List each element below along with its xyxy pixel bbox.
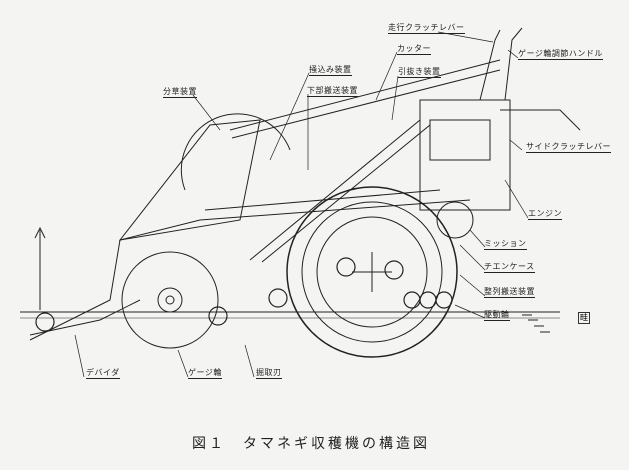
label-alignment-conveyor: 整列搬送装置 [484, 287, 535, 298]
label-pulling-device: 引抜き装置 [398, 67, 441, 78]
label-transmission: ミッション [484, 239, 527, 250]
figure-caption: 図１ タマネギ収穫機の構造図 [192, 436, 430, 452]
elevator-frame [118, 119, 261, 241]
label-chain-case: チエンケース [484, 262, 535, 273]
label-ridge: 畦 [578, 312, 590, 324]
leader-lines [74, 31, 529, 378]
label-cutter: カッター [397, 44, 431, 55]
onion-icons [35, 257, 453, 332]
label-gauge-wheel-handle: ゲージ輪調節ハンドル [518, 49, 603, 60]
label-travel-clutch-lever: 走行クラッチレバー [388, 23, 465, 34]
label-raking-device: 掻込み装置 [309, 65, 352, 76]
engine-block [419, 99, 511, 211]
handle [479, 27, 523, 101]
ridge-steps [522, 314, 550, 333]
gauge-wheel-shape [121, 251, 219, 349]
divider-sled [29, 219, 201, 341]
label-divider: デバイダ [86, 368, 120, 379]
label-divider-device: 分草装置 [163, 87, 197, 98]
label-engine: エンジン [528, 209, 562, 220]
label-gauge-wheel: ゲージ輪 [188, 368, 222, 379]
drive-wheel-shape [286, 186, 458, 358]
label-drive-wheel: 駆動輪 [484, 310, 510, 321]
label-digging-blade: 掘取刃 [256, 368, 282, 379]
label-lower-conveyor: 下部搬送装置 [307, 86, 358, 97]
up-arrow-icon [34, 226, 46, 310]
label-side-clutch-lever: サイドクラッチレバー [526, 142, 611, 153]
